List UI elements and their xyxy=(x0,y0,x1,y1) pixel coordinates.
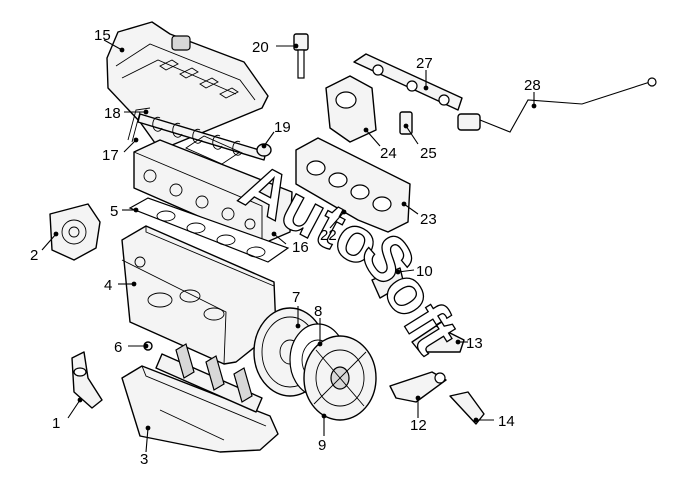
label-part-15: 15 xyxy=(94,27,111,44)
label-part-4: 4 xyxy=(104,277,112,294)
label-part-3: 3 xyxy=(140,451,148,468)
intake-manifold xyxy=(295,137,411,233)
water-pump xyxy=(49,203,101,261)
label-part-17: 17 xyxy=(102,147,119,164)
engine-mount-bracket xyxy=(449,391,485,425)
crankshaft xyxy=(143,341,263,413)
label-part-25: 25 xyxy=(420,145,437,162)
label-part-27: 27 xyxy=(416,55,433,72)
idle-valve xyxy=(399,111,413,135)
pressure-plate xyxy=(303,335,377,421)
injector xyxy=(293,33,309,79)
label-part-8: 8 xyxy=(314,303,322,320)
fuel-rail xyxy=(353,53,463,111)
label-part-28: 28 xyxy=(524,77,541,94)
label-part-7: 7 xyxy=(292,289,300,306)
leader-lines xyxy=(41,39,537,453)
label-part-12: 12 xyxy=(410,417,427,434)
oil-pan xyxy=(121,365,279,453)
label-part-5: 5 xyxy=(110,203,118,220)
bracket xyxy=(371,267,405,299)
label-part-9: 9 xyxy=(318,437,326,454)
label-part-14: 14 xyxy=(498,413,515,430)
label-part-19: 19 xyxy=(274,119,291,136)
label-part-6: 6 xyxy=(114,339,122,356)
engine-mount-lower xyxy=(389,371,447,403)
label-part-18: 18 xyxy=(104,105,121,122)
valve-cover-gasket xyxy=(127,107,151,143)
throttle-body xyxy=(325,75,377,143)
head-gasket xyxy=(128,197,290,263)
label-part-1: 1 xyxy=(52,415,60,432)
oil-pickup xyxy=(71,351,103,409)
label-part-24: 24 xyxy=(380,145,397,162)
label-part-13: 13 xyxy=(466,335,483,352)
throttle-cable xyxy=(457,77,657,133)
part-labels: 1 2 3 4 5 6 7 8 9 10 12 13 14 15 16 17 1… xyxy=(30,27,541,468)
label-part-22: 22 xyxy=(320,227,337,244)
label-part-16: 16 xyxy=(292,239,309,256)
label-part-10: 10 xyxy=(416,263,433,280)
label-part-23: 23 xyxy=(420,211,437,228)
label-part-2: 2 xyxy=(30,247,38,264)
label-part-20: 20 xyxy=(252,39,269,56)
engine-mount-right xyxy=(411,325,465,353)
